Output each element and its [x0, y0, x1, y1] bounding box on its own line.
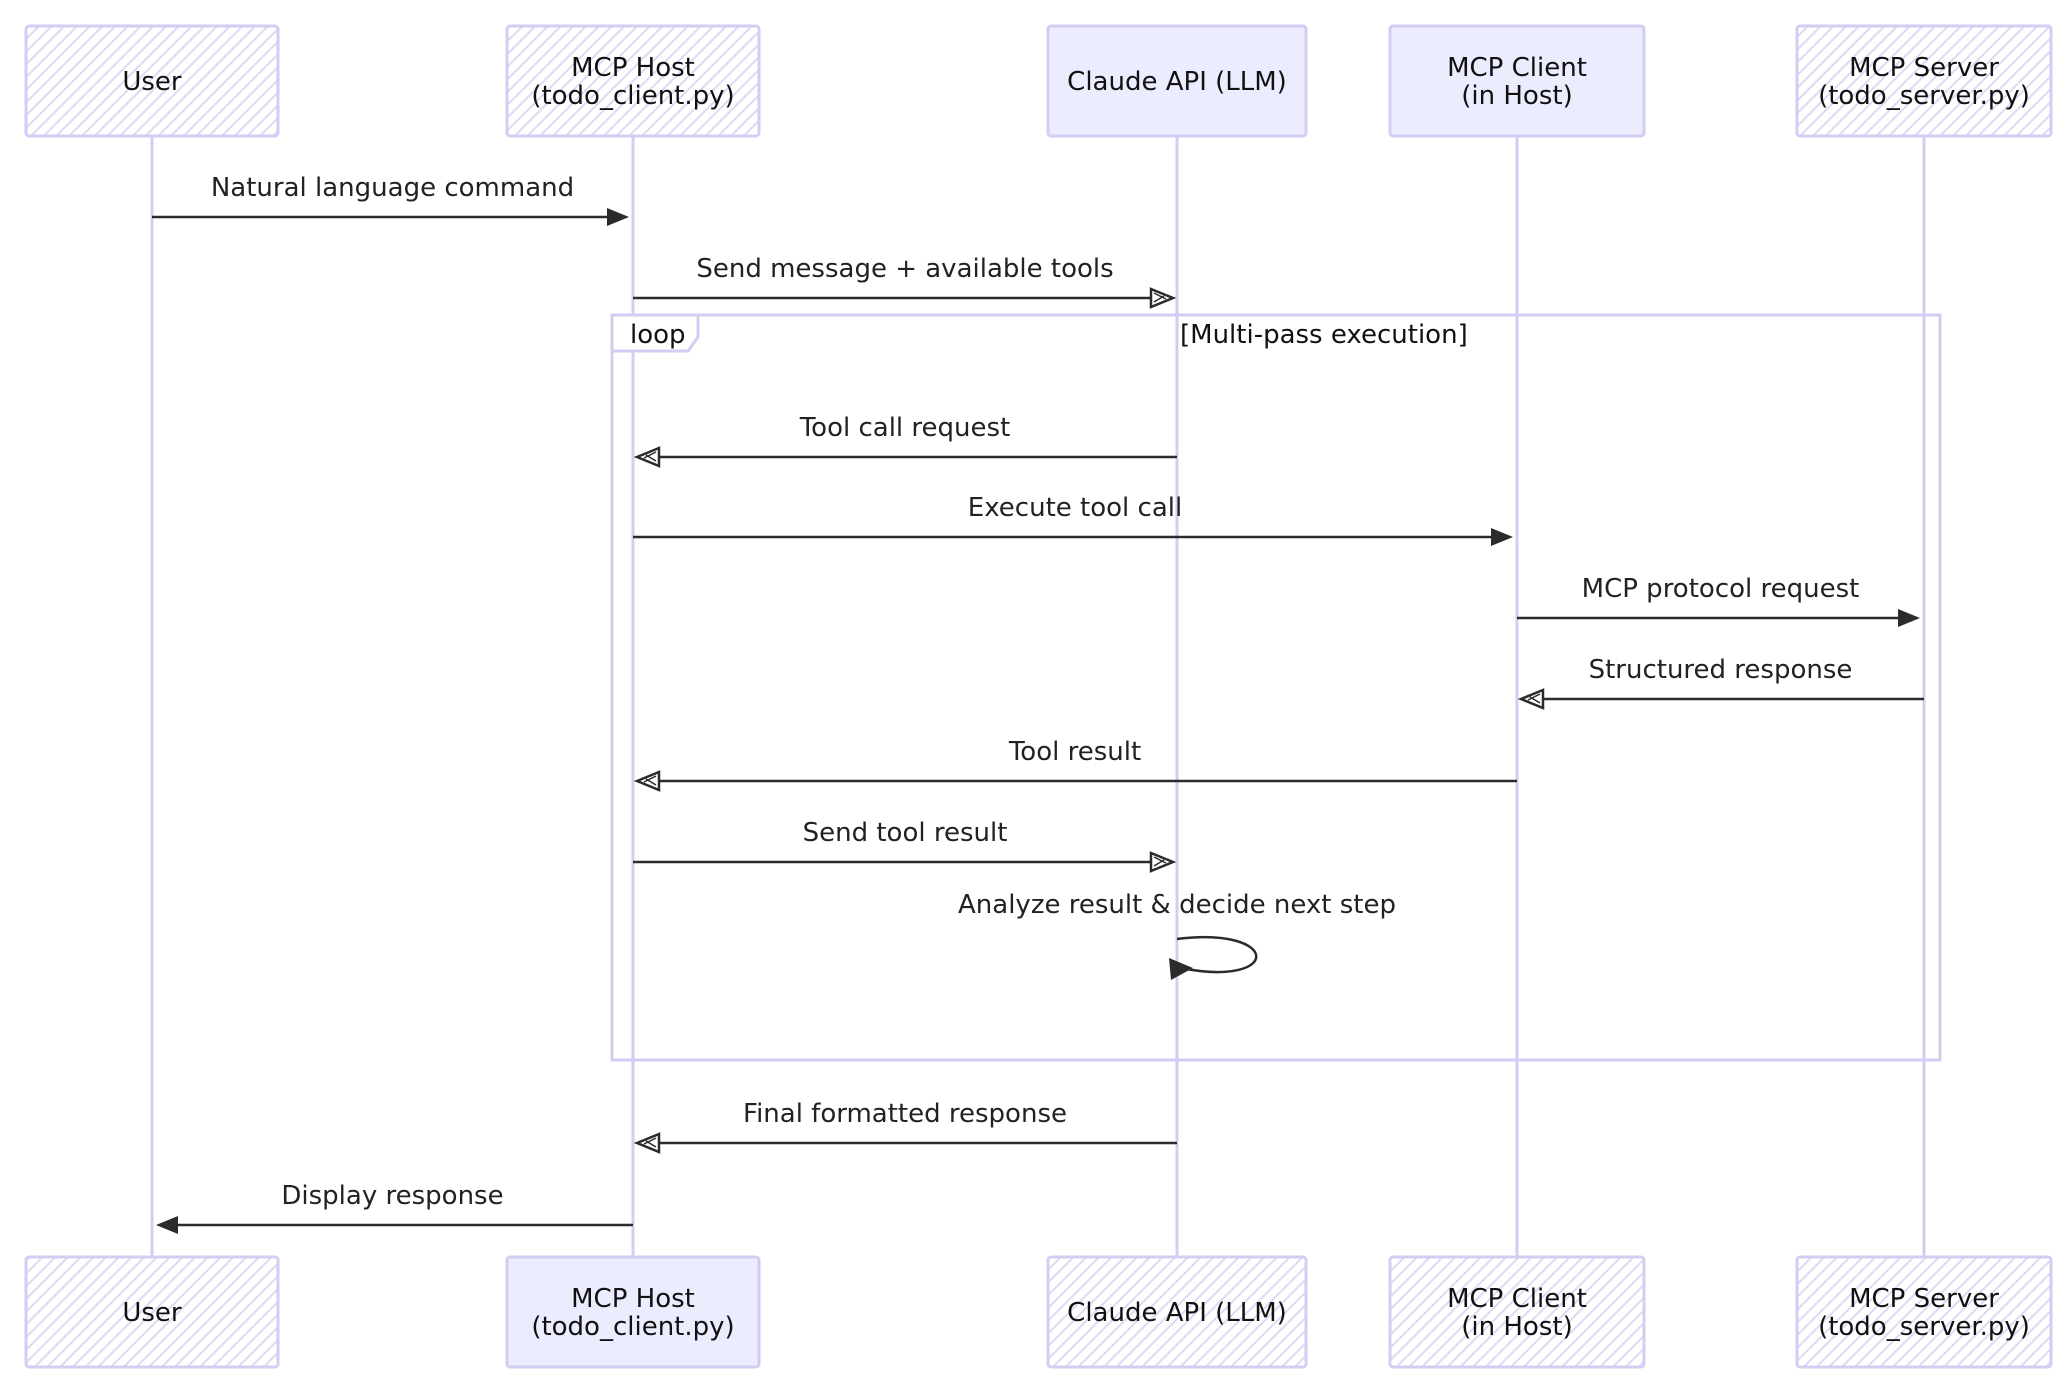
message-9: Analyze result & decide next step — [958, 890, 1396, 980]
actor-label: (todo_server.py) — [1818, 81, 2030, 111]
arrowhead — [156, 1216, 178, 1234]
message-label: Execute tool call — [968, 493, 1182, 523]
actor-box — [1388, 24, 1646, 138]
message-7: Tool result — [633, 737, 1517, 792]
actor-label: User — [122, 67, 182, 97]
actor-box — [1046, 24, 1308, 138]
actor-label: MCP Host — [571, 53, 695, 83]
actor-client-top: MCP Client(in Host) — [1388, 24, 1646, 138]
arrowhead-hatch — [643, 451, 657, 462]
arrowhead-hatch — [643, 775, 657, 786]
message-1: Natural language command — [152, 173, 629, 226]
actor-box — [24, 1255, 280, 1369]
actor-label: (in Host) — [1461, 81, 1572, 111]
actor-label: MCP Client — [1447, 53, 1587, 83]
message-line — [1176, 936, 1258, 974]
message-8: Send tool result — [633, 818, 1177, 873]
actor-client-bottom: MCP Client(in Host) — [1388, 1255, 1646, 1369]
message-label: Tool result — [1008, 737, 1141, 767]
message-label: Natural language command — [211, 173, 574, 203]
message-label: Final formatted response — [743, 1099, 1067, 1129]
loop-frame — [610, 313, 1942, 1062]
message-4: Execute tool call — [633, 493, 1513, 546]
message-6: Structured response — [1517, 655, 1924, 710]
message-label: Send message + available tools — [696, 254, 1113, 284]
actor-box — [24, 24, 280, 138]
arrowhead — [1491, 528, 1513, 546]
arrowhead-hatch — [1527, 693, 1541, 704]
actor-server-bottom: MCP Server(todo_server.py) — [1795, 1255, 2053, 1369]
actor-label: MCP Host — [571, 1284, 695, 1314]
message-label: MCP protocol request — [1582, 574, 1860, 604]
message-5: MCP protocol request — [1517, 574, 1920, 627]
actor-label: MCP Server — [1849, 1284, 1999, 1314]
arrowhead-hatch — [1153, 856, 1167, 867]
message-label: Structured response — [1589, 655, 1853, 685]
arrowhead — [1169, 958, 1193, 980]
actor-host-top: MCP Host(todo_client.py) — [505, 24, 761, 138]
actor-label: (todo_client.py) — [531, 1312, 734, 1342]
message-2: Send message + available tools — [633, 254, 1177, 309]
loop-keyword: loop — [630, 320, 686, 350]
actor-llm-bottom: Claude API (LLM) — [1046, 1255, 1308, 1369]
message-10: Final formatted response — [633, 1099, 1177, 1154]
message-label: Tool call request — [799, 413, 1011, 443]
actor-label: Claude API (LLM) — [1067, 1298, 1287, 1328]
message-label: Send tool result — [803, 818, 1008, 848]
message-label: Display response — [281, 1181, 503, 1211]
actor-box — [1046, 1255, 1308, 1369]
actor-label: (in Host) — [1461, 1312, 1572, 1342]
actor-box — [1795, 24, 2053, 138]
arrowhead-hatch — [1153, 292, 1167, 303]
actor-label: (todo_server.py) — [1818, 1312, 2030, 1342]
message-label: Analyze result & decide next step — [958, 890, 1396, 920]
actor-host-bottom: MCP Host(todo_client.py) — [505, 1255, 761, 1369]
actor-label: MCP Server — [1849, 53, 1999, 83]
actor-box — [505, 1255, 761, 1369]
loop-label-tab — [610, 313, 700, 353]
actor-label: MCP Client — [1447, 1284, 1587, 1314]
message-3: Tool call request — [633, 413, 1177, 468]
actor-llm-top: Claude API (LLM) — [1046, 24, 1308, 138]
actor-label: Claude API (LLM) — [1067, 67, 1287, 97]
arrowhead — [1898, 609, 1920, 627]
actor-server-top: MCP Server(todo_server.py) — [1795, 24, 2053, 138]
arrowhead-hatch — [643, 1137, 657, 1148]
actor-user-top: User — [24, 24, 280, 138]
actor-user-bottom: User — [24, 1255, 280, 1369]
arrowhead — [607, 208, 629, 226]
message-11: Display response — [156, 1181, 633, 1234]
actor-box — [505, 24, 761, 138]
actor-label: (todo_client.py) — [531, 81, 734, 111]
loop-condition: [Multi-pass execution] — [1180, 320, 1468, 350]
actor-box — [1388, 1255, 1646, 1369]
actor-box — [1795, 1255, 2053, 1369]
actor-label: User — [122, 1298, 182, 1328]
